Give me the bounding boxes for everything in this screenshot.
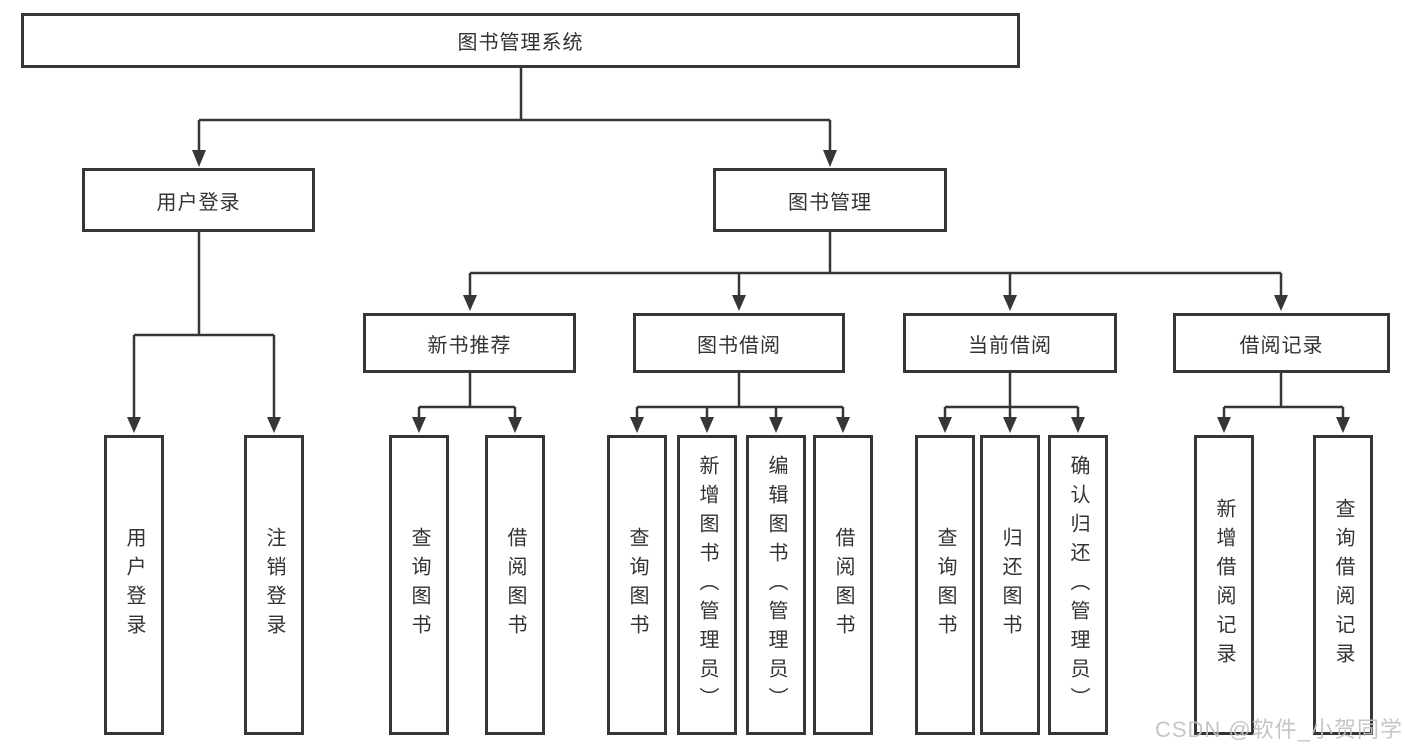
connector-book-management-children bbox=[468, 232, 1283, 296]
node-borrow-records: 借阅记录 bbox=[1173, 313, 1390, 373]
leaf-borrow-books: 借阅图书 bbox=[813, 435, 873, 735]
leaf-query-books-borrow-label: 查询图书 bbox=[626, 527, 648, 643]
leaf-query-books-current: 查询图书 bbox=[915, 435, 975, 735]
connector-root-to-level2 bbox=[197, 68, 832, 151]
node-new-book-recommend-label: 新书推荐 bbox=[427, 334, 512, 357]
connector-new-book-children bbox=[417, 373, 517, 418]
node-new-book-recommend: 新书推荐 bbox=[363, 313, 576, 373]
leaf-borrow-books-label: 借阅图书 bbox=[832, 527, 854, 643]
leaf-user-login-label: 用户登录 bbox=[123, 527, 145, 643]
connector-book-borrow-children bbox=[635, 373, 845, 418]
node-book-borrow: 图书借阅 bbox=[633, 313, 845, 373]
leaf-confirm-return-admin: 确认归还（管理员） bbox=[1048, 435, 1108, 735]
leaf-return-books-label: 归还图书 bbox=[999, 527, 1021, 643]
leaf-borrow-books-recommend-label: 借阅图书 bbox=[504, 527, 526, 643]
connector-user-login-children bbox=[132, 232, 276, 418]
leaf-logout: 注销登录 bbox=[244, 435, 304, 735]
leaf-user-login: 用户登录 bbox=[104, 435, 164, 735]
node-borrow-records-label: 借阅记录 bbox=[1239, 334, 1324, 357]
connector-current-borrow-children bbox=[943, 373, 1080, 418]
arrowheads bbox=[127, 150, 1350, 433]
node-current-borrow-label: 当前借阅 bbox=[968, 334, 1052, 357]
leaf-add-books-admin: 新增图书（管理员） bbox=[677, 435, 737, 735]
node-book-management: 图书管理 bbox=[713, 168, 947, 232]
leaf-query-borrow-record-label: 查询借阅记录 bbox=[1332, 498, 1354, 672]
node-root-label: 图书管理系统 bbox=[457, 32, 584, 54]
leaf-query-borrow-record: 查询借阅记录 bbox=[1313, 435, 1373, 735]
leaf-logout-label: 注销登录 bbox=[263, 527, 285, 643]
node-user-login-label: 用户登录 bbox=[156, 191, 241, 214]
node-user-login: 用户登录 bbox=[82, 168, 315, 232]
leaf-add-borrow-record-label: 新增借阅记录 bbox=[1213, 498, 1235, 672]
leaf-add-books-admin-label: 新增图书（管理员） bbox=[696, 454, 718, 716]
node-book-management-label: 图书管理 bbox=[788, 191, 872, 214]
node-current-borrow: 当前借阅 bbox=[903, 313, 1117, 373]
leaf-borrow-books-recommend: 借阅图书 bbox=[485, 435, 545, 735]
leaf-return-books: 归还图书 bbox=[980, 435, 1040, 735]
csdn-watermark: CSDN @软件_小贺同学 bbox=[1154, 717, 1403, 742]
leaf-confirm-return-admin-label: 确认归还（管理员） bbox=[1067, 454, 1089, 716]
leaf-edit-books-admin-label: 编辑图书（管理员） bbox=[765, 454, 787, 716]
leaf-add-borrow-record: 新增借阅记录 bbox=[1194, 435, 1254, 735]
leaf-query-books-current-label: 查询图书 bbox=[934, 527, 956, 643]
leaf-edit-books-admin: 编辑图书（管理员） bbox=[746, 435, 806, 735]
leaf-query-books-recommend-label: 查询图书 bbox=[408, 527, 430, 643]
connector-borrow-records-children bbox=[1222, 373, 1345, 418]
node-book-borrow-label: 图书借阅 bbox=[697, 334, 781, 357]
leaf-query-books-recommend: 查询图书 bbox=[389, 435, 449, 735]
leaf-query-books-borrow: 查询图书 bbox=[607, 435, 667, 735]
node-root: 图书管理系统 bbox=[21, 13, 1020, 68]
